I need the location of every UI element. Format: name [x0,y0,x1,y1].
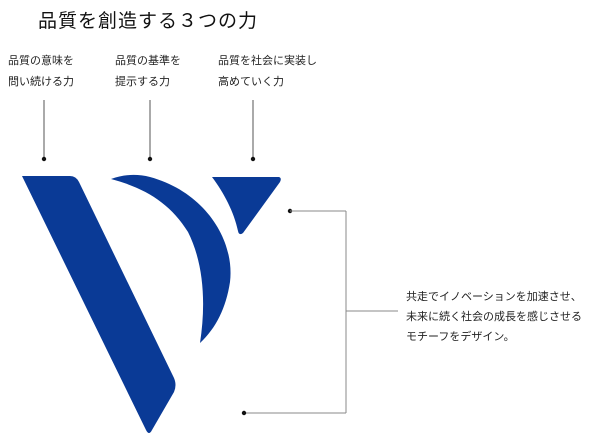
description-line-1: 共走でイノベーションを加速させ、 [406,290,582,303]
description-text: 共走でイノベーションを加速させ、 未来に続く社会の成長を感じさせる モチーフをデ… [406,287,582,347]
label-line-2: 高めていく力 [218,75,284,88]
logo-curved-blade [111,174,231,343]
label-implement-society: 品質を社会に実装し 高めていく力 [218,50,317,92]
pointer-dot-1 [41,156,47,162]
label-line-1: 品質の基準を [115,54,181,67]
label-line-1: 品質の意味を [8,54,74,67]
label-line-2: 問い続ける力 [8,75,74,88]
pointer-dot-3 [250,156,256,162]
label-line-1: 品質を社会に実装し [218,54,317,67]
bracket-dot-bottom [241,410,247,416]
logo-triangle [212,177,281,235]
label-line-2: 提示する力 [115,75,170,88]
label-present-standard: 品質の基準を 提示する力 [115,50,181,92]
logo-diagonal-stroke [22,176,176,433]
label-question-quality: 品質の意味を 問い続ける力 [8,50,74,92]
pointer-dot-2 [147,156,153,162]
description-line-2: 未来に続く社会の成長を感じさせる [406,310,582,323]
description-line-3: モチーフをデザイン。 [406,330,515,343]
page-title: 品質を創造する３つの力 [38,10,259,32]
